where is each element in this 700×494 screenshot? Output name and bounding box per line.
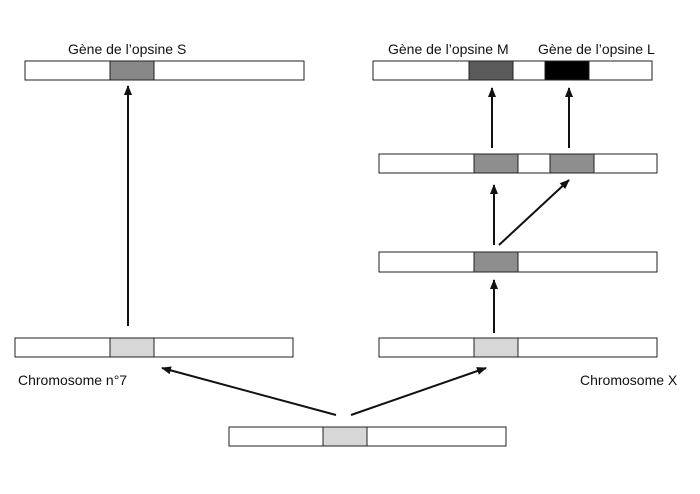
label-opsin-m: Gène de l’opsine M [388, 41, 509, 57]
chromosome-ml-final [372, 60, 653, 81]
label-opsin-l: Gène de l’opsine L [538, 41, 655, 57]
duplicated-gene-right [549, 153, 595, 174]
opsin-l-gene [544, 60, 590, 81]
opsin-s-gene [109, 60, 155, 81]
arrow-to-chromosome-x [350, 367, 487, 416]
label-chromosome-7: Chromosome n°7 [18, 372, 127, 388]
chromosome-duplicated [378, 153, 658, 174]
label-opsin-s: Gène de l’opsine S [68, 41, 186, 57]
ancestral-gene-copy [473, 337, 519, 358]
chromosome-x-intermediate [378, 251, 658, 273]
chromosome-7 [14, 337, 294, 358]
chromosome-s-final [24, 60, 305, 81]
ancestral-gene [322, 426, 368, 447]
opsin-m-gene [468, 60, 514, 81]
chromosome-x [378, 337, 658, 358]
duplicated-gene-left [473, 153, 519, 174]
intermediate-gene [473, 251, 519, 273]
ancestral-chromosome [228, 426, 507, 447]
chromosome-bar [24, 60, 305, 81]
label-chromosome-x: Chromosome X [580, 372, 678, 388]
arrow-intermediate-to-duplicated-right [498, 179, 570, 246]
arrow-to-chromosome-7 [161, 366, 337, 416]
ancestral-gene-copy [109, 337, 155, 358]
